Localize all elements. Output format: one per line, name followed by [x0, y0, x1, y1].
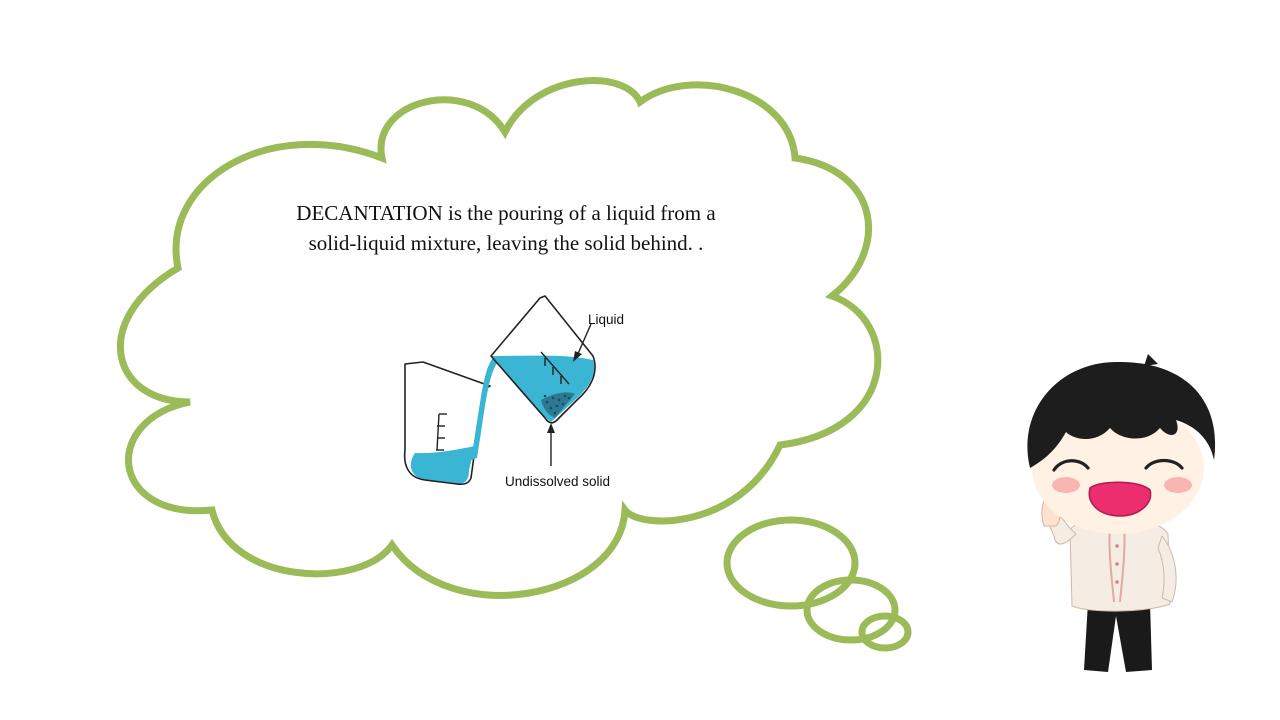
- trousers: [1084, 602, 1152, 672]
- left-eye: [1052, 459, 1090, 472]
- receiving-beaker-icon: [403, 361, 491, 486]
- definition-line-1: DECANTATION is the pouring of a liquid f…: [296, 201, 716, 225]
- definition-line-2: solid-liquid mixture, leaving the solid …: [308, 231, 704, 255]
- waving-boy-in-barong-icon: [1027, 354, 1216, 672]
- decantation-diagram: Liquid Undissolved solid: [403, 295, 624, 489]
- solid-label: Undissolved solid: [505, 474, 610, 489]
- liquid-label: Liquid: [588, 312, 624, 327]
- thought-bubble-medium: [803, 576, 899, 644]
- liquid-arrow: [576, 323, 592, 357]
- thought-bubble-large: [723, 516, 859, 610]
- pouring-stream: [471, 358, 499, 460]
- right-eye: [1144, 458, 1184, 470]
- thought-bubble-small: [858, 612, 912, 652]
- left-blush: [1052, 477, 1080, 493]
- liquid-arrowhead: [573, 351, 582, 362]
- solid-arrowhead: [547, 423, 555, 433]
- hair: [1027, 361, 1216, 468]
- cloud-outline: [117, 77, 882, 599]
- open-mouth: [1088, 481, 1152, 517]
- pouring-beaker-icon: [490, 295, 596, 424]
- definition-text: DECANTATION is the pouring of a liquid f…: [232, 198, 780, 258]
- right-blush: [1164, 477, 1192, 493]
